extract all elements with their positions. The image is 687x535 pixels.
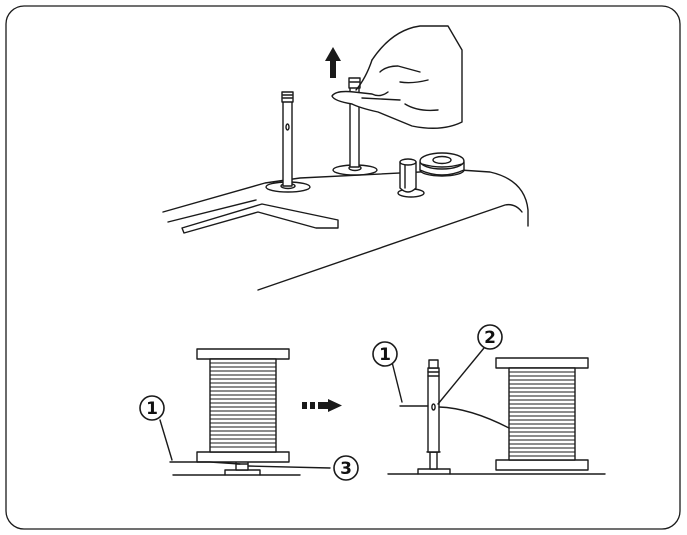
- thread-guide-post: [397, 158, 425, 198]
- spool-pin-right-tip: [348, 77, 361, 89]
- machine-left-edge: [167, 199, 257, 223]
- bobbin-winder-top: [419, 152, 465, 170]
- left-spindle-foot: [224, 469, 261, 476]
- outer-frame: [5, 5, 681, 530]
- callout-3-left-label: 3: [340, 459, 352, 479]
- left-callout-3-leader: [247, 465, 331, 469]
- bobbin-winder-hub: [432, 155, 452, 165]
- tray-recess: [181, 203, 339, 234]
- right-thread-out: [438, 406, 510, 429]
- dashed-right-arrow-icon: [302, 399, 342, 412]
- left-spool-top-flange: [196, 348, 290, 360]
- left-spool-bottom-flange: [196, 451, 290, 463]
- thread-guide-body: [399, 161, 417, 193]
- left-spool-thread-lines: [209, 362, 277, 448]
- spool-horizontal-illustration: 1 3: [139, 348, 359, 481]
- right-spool-bottom-flange: [495, 459, 589, 471]
- right-pin-foot: [417, 468, 451, 475]
- left-callout-1-leader: [159, 419, 173, 461]
- right-spool-top-flange: [495, 357, 589, 369]
- right-pin-tip: [428, 359, 439, 369]
- right-callout-1-leader: [391, 361, 403, 403]
- spool-pin-left: [265, 91, 311, 193]
- spool-pin-left-shaft: [282, 97, 293, 187]
- hand-icon: [331, 25, 463, 129]
- spool-pin-left-tip: [281, 91, 294, 103]
- spool-pin-right: [332, 77, 378, 176]
- callout-2-right: 2: [477, 324, 503, 350]
- machine-top-illustration: [162, 25, 529, 291]
- spool-vertical-illustration: 1 2: [372, 324, 606, 475]
- machine-body-outline: [162, 169, 529, 227]
- right-spool-thread-lines: [508, 371, 576, 457]
- bobbin-winder-rim: [421, 163, 463, 168]
- callout-3-left: 3: [333, 455, 359, 481]
- callout-1-right-label: 1: [379, 345, 391, 365]
- up-arrow-icon: [325, 47, 341, 78]
- callout-1-left-label: 1: [146, 399, 158, 419]
- right-pin-hole: [431, 403, 436, 411]
- thread-guide-top: [399, 158, 417, 166]
- right-callout-2-leader: [437, 347, 485, 405]
- left-spool-core: [209, 358, 277, 453]
- machine-front-edge: [257, 203, 523, 291]
- right-spool-core: [508, 367, 576, 461]
- left-thread-end: [169, 461, 241, 465]
- callout-1-right: 1: [372, 341, 398, 367]
- spool-pin-left-hole: [285, 123, 290, 131]
- callout-2-right-label: 2: [484, 328, 496, 348]
- bobbin-winder: [419, 152, 465, 177]
- right-pin-stem: [429, 451, 438, 470]
- callout-1-left: 1: [139, 395, 165, 421]
